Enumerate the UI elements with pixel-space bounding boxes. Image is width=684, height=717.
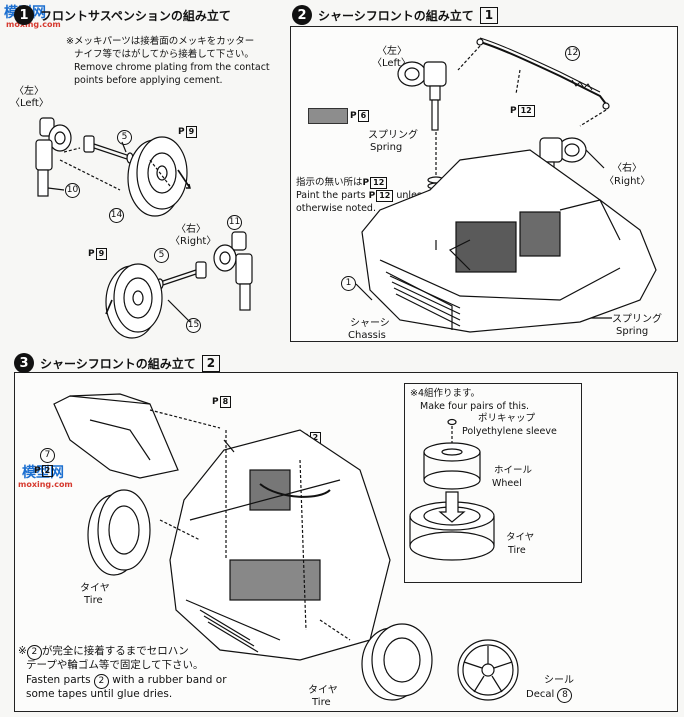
step3-part-7: 7 <box>40 448 55 463</box>
step2-left-jp: 〈左〉 <box>377 46 407 57</box>
step2-spring-jp: スプリング <box>368 130 418 141</box>
step1-right-knuckle <box>213 231 253 311</box>
step1-part-11: 11 <box>227 215 242 230</box>
step1-part-15: 15 <box>186 318 201 333</box>
step1-left-en: 〈Left〉 <box>10 98 49 109</box>
step1-note-jp-2: ナイフ等ではがしてから接着して下さい。 <box>74 49 254 60</box>
step3-fasten-en-2: some tapes until glue dries. <box>26 688 173 700</box>
step3-make-en: Make four pairs of this. <box>420 401 530 412</box>
step1-note-jp-1: ※メッキパーツは接着面のメッキをカッター <box>66 36 255 47</box>
step1-title: フロントサスペンションの組み立て <box>40 8 231 23</box>
step1-disc-15 <box>105 263 163 339</box>
step3-number: 3 <box>14 353 34 373</box>
step1-note-en-1: Remove chrome plating from the contact <box>74 62 270 73</box>
step2-chassis-en: Chassis <box>348 330 386 341</box>
step3-header: 3 シャーシフロントの組み立て 2 <box>14 353 221 373</box>
step2-spring2-en: Spring <box>616 326 649 337</box>
step3-poly-en: Polyethylene sleeve <box>462 426 557 437</box>
step1-left-knuckle <box>35 117 72 197</box>
step2-gray-swatch <box>308 108 348 124</box>
step1-right-en: 〈Right〉 <box>170 236 217 247</box>
watermark-url-2: moxing.com <box>18 480 73 489</box>
step1-right-jp: 〈右〉 <box>176 224 206 235</box>
step2-spring-en: Spring <box>370 142 403 153</box>
step3-decal-en: Decal 8 <box>526 688 573 703</box>
step3-title: シャーシフロントの組み立て <box>40 356 196 371</box>
step2-number: 2 <box>292 5 312 25</box>
step1-disc-14 <box>127 136 191 217</box>
step2-paint-note-en-2: otherwise noted. <box>296 203 376 214</box>
step1-note-en-2: points before applying cement. <box>74 75 223 86</box>
step2-right-en: 〈Right〉 <box>604 176 651 187</box>
step3-box-number: 2 <box>201 354 221 372</box>
step2-right-jp: 〈右〉 <box>612 163 642 174</box>
step1-part-5b: 5 <box>154 248 169 263</box>
step1-header: 1 フロントサスペンションの組み立て <box>14 5 231 25</box>
step1-part-5a: 5 <box>117 130 132 145</box>
step1-shaft-b <box>156 261 207 290</box>
step1-part-10: 10 <box>65 183 80 198</box>
step3-decal-jp: シール <box>544 675 574 686</box>
step1-part-14: 14 <box>109 208 124 223</box>
step2-part-1: 1 <box>341 276 356 291</box>
step2-header: 2 シャーシフロントの組み立て 1 <box>292 5 499 25</box>
step3-make-jp: ※4組作ります。 <box>410 388 481 399</box>
step2-chassis-jp: シャーシ <box>350 318 390 329</box>
step3-part-2: 2 <box>336 468 351 483</box>
step2-left-en: 〈Left〉 <box>372 58 411 69</box>
step3-fasten-en-1: Fasten parts 2 with a rubber band or <box>26 674 227 689</box>
step3-tire-jp: タイヤ <box>506 532 535 543</box>
watermark-url: moxing.com <box>6 20 61 29</box>
step2-title: シャーシフロントの組み立て <box>318 8 474 23</box>
step3-fasten-jp-2: テープや輪ゴム等で固定して下さい。 <box>26 659 204 671</box>
step1-number: 1 <box>14 5 34 25</box>
step3-wheel-en: Wheel <box>492 478 522 489</box>
step3-tire-en: Tire <box>508 545 526 556</box>
step3-tire-left-jp: タイヤ <box>80 583 110 594</box>
step3-tire-bottom-jp: タイヤ <box>308 685 338 696</box>
step3-tire-bottom-en: Tire <box>312 697 331 708</box>
step3-wheel-jp: ホイール <box>494 465 533 476</box>
step2-spring2-jp: スプリング <box>612 314 662 325</box>
step2-box-number: 1 <box>479 6 499 24</box>
step1-left-jp: 〈左〉 <box>14 86 44 97</box>
step2-part-12: 12 <box>565 46 580 61</box>
step3-poly-jp: ポリキャップ <box>478 413 536 424</box>
step3-tire-left-en: Tire <box>84 595 103 606</box>
